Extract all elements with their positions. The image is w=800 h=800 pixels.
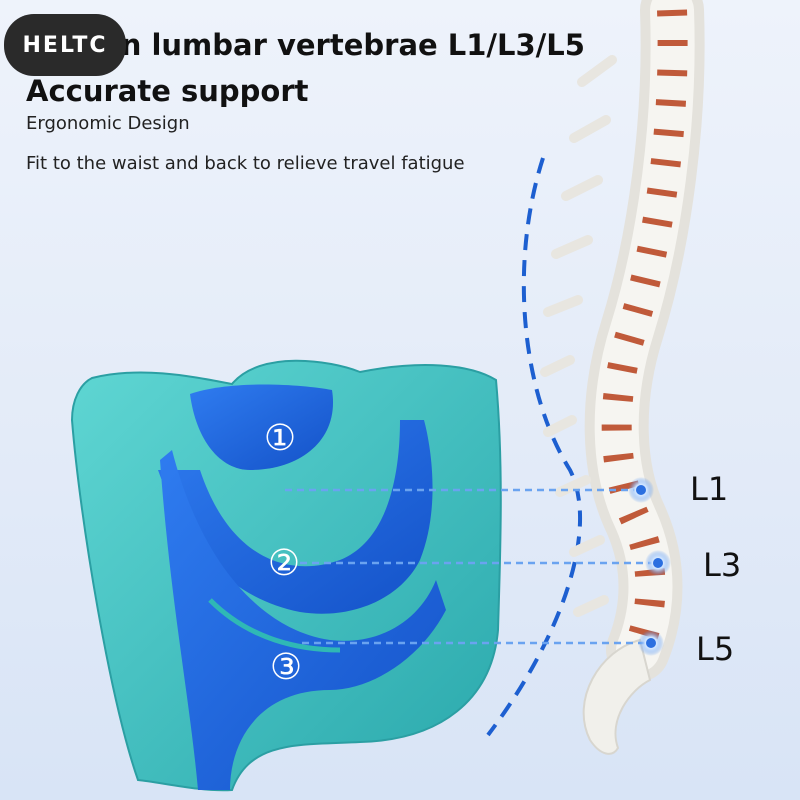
brand-logo: HELTC [4, 14, 126, 76]
vertebra-label-l5: L5 [696, 630, 735, 668]
zone-number-2: ② [268, 543, 300, 584]
zone-marker-2: ② [268, 543, 300, 584]
zone-marker-3: ③ [270, 647, 302, 688]
subtitle-design: Ergonomic Design [26, 113, 190, 134]
vertebra-label-l1: L1 [690, 470, 729, 508]
zone-number-1: ① [264, 418, 296, 459]
vertebra-label-l3: L3 [703, 546, 742, 584]
curve-guide-line [486, 157, 583, 737]
zone-number-3: ③ [270, 647, 302, 688]
cushion-illustration [70, 359, 502, 792]
brand-logo-text: HELTC [22, 32, 108, 58]
subtitle-benefit: Fit to the waist and back to relieve tra… [26, 153, 465, 174]
zone-marker-1: ① [264, 418, 296, 459]
headline-line-2: Accurate support [26, 74, 309, 108]
